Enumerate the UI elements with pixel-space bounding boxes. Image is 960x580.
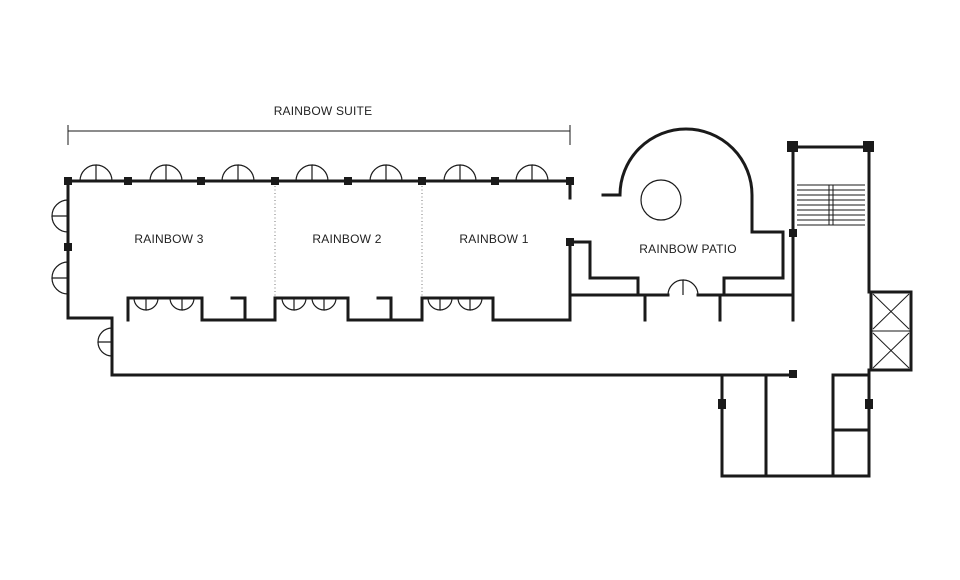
suite-label: RAINBOW SUITE [274, 104, 373, 118]
stairs-icon [797, 184, 865, 226]
bottom-doors [133, 297, 483, 311]
corridor-walls [97, 279, 795, 377]
room-label-rainbow-1: RAINBOW 1 [459, 232, 528, 246]
left-doors [51, 199, 69, 295]
rainbow-patio-walls [568, 127, 795, 322]
room-label-rainbow-3: RAINBOW 3 [134, 232, 203, 246]
patio-fountain [640, 179, 682, 221]
suite-span-bracket [67, 125, 571, 145]
room-label-rainbow-2: RAINBOW 2 [312, 232, 381, 246]
service-core [720, 145, 913, 478]
elevator-icon [869, 290, 913, 372]
structural-columns [64, 141, 874, 409]
top-doors [79, 164, 549, 182]
rainbow-suite-walls [66, 179, 572, 322]
room-label-rainbow-patio: RAINBOW PATIO [639, 242, 737, 256]
